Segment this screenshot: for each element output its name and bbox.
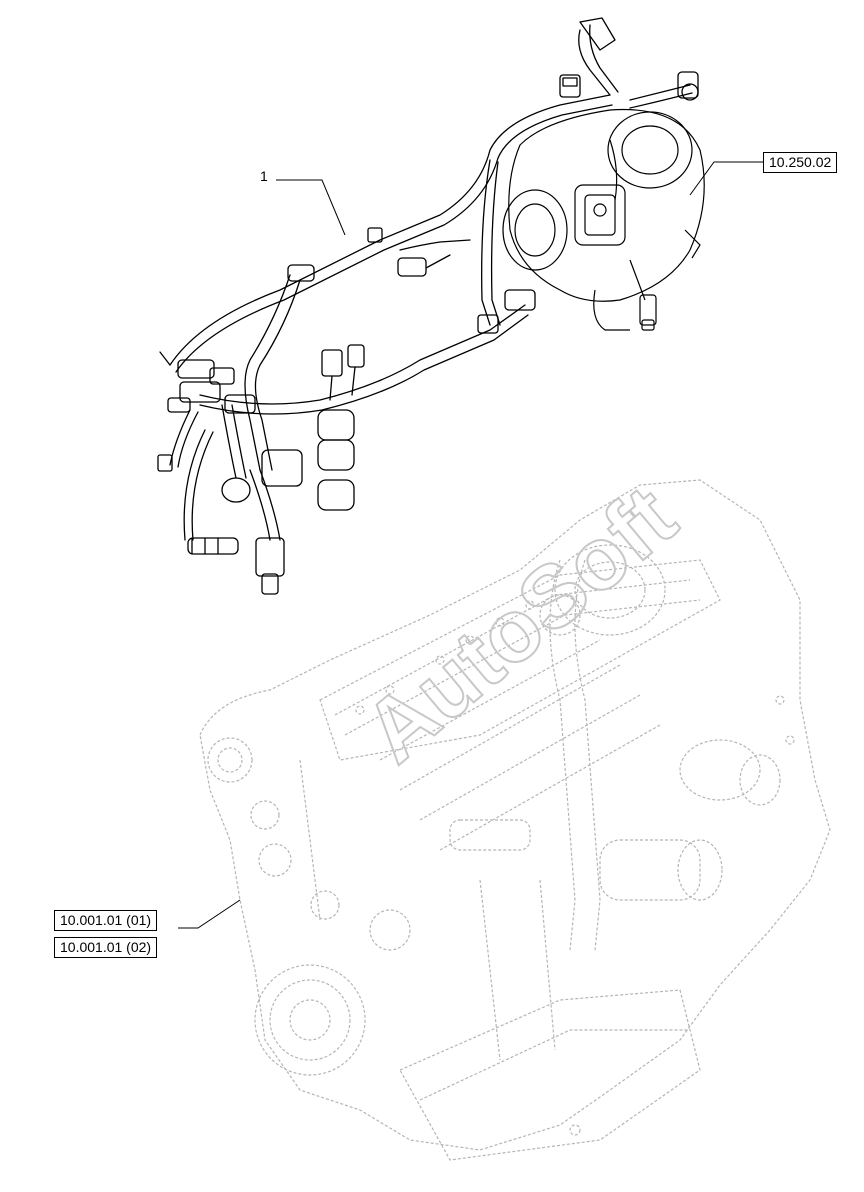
watermark-text: AutoSoft xyxy=(346,467,694,782)
turbocharger xyxy=(502,108,705,331)
ref-link-engine-02[interactable]: 10.001.01 (02) xyxy=(54,937,158,958)
leader-engine xyxy=(178,899,241,929)
leader-item-1 xyxy=(276,179,346,236)
ref-link-turbo[interactable]: 10.250.02 xyxy=(763,152,838,173)
watermark: AutoSoft xyxy=(345,466,695,783)
leader-lines xyxy=(178,161,764,929)
engine-block-ghost xyxy=(199,479,831,1161)
ref-link-engine-01[interactable]: 10.001.01 (01) xyxy=(54,910,158,931)
leader-turbo xyxy=(689,161,764,196)
wiring-harness xyxy=(157,17,699,595)
callout-item-1: 1 xyxy=(260,168,268,184)
